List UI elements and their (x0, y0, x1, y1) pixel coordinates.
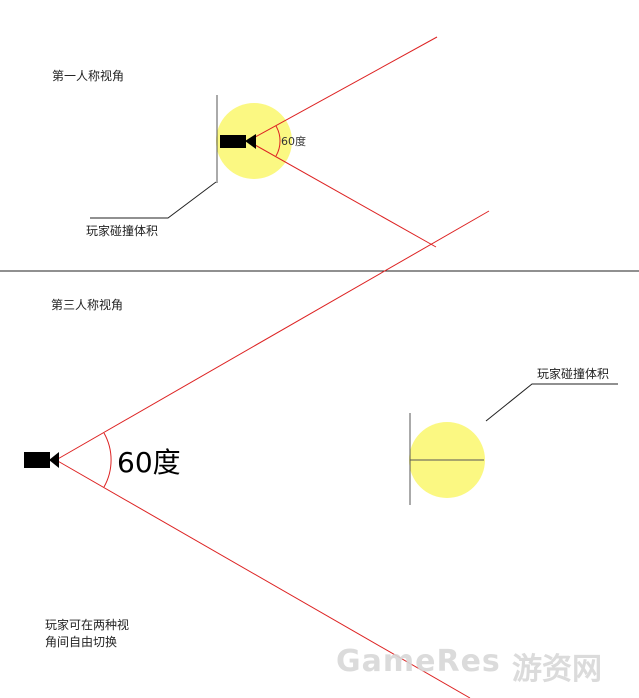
first-person-fov-lower (247, 140, 437, 248)
third-person-fov-upper (55, 210, 490, 461)
first-person-angle-arc (275, 125, 281, 157)
first-person-leader-line (90, 181, 217, 219)
switch-note-line2: 角间自由切换 (45, 635, 118, 649)
third-person-leader-line (485, 383, 618, 422)
first-person-title: 第一人称视角 (52, 69, 125, 83)
third-person-fov-lower (55, 459, 471, 698)
third-person-title: 第三人称视角 (51, 298, 124, 312)
third-person-angle-arc (103, 432, 112, 488)
first-person-collision-label: 玩家碰撞体积 (86, 224, 159, 238)
third-person-collision-label: 玩家碰撞体积 (537, 367, 610, 381)
third-person-camera-icon (24, 452, 59, 468)
third-person-angle-label: 60度 (117, 446, 181, 479)
first-person-angle-label: 60度 (281, 135, 306, 148)
first-person-fov-upper (247, 36, 438, 142)
watermark-logo: GameRes (336, 644, 501, 679)
watermark-cn: 游资网 (512, 652, 602, 687)
first-person-camera-icon (220, 134, 256, 149)
switch-note-line1: 玩家可在两种视 (45, 618, 130, 632)
switch-note: 玩家可在两种视 角间自由切换 (45, 617, 129, 651)
